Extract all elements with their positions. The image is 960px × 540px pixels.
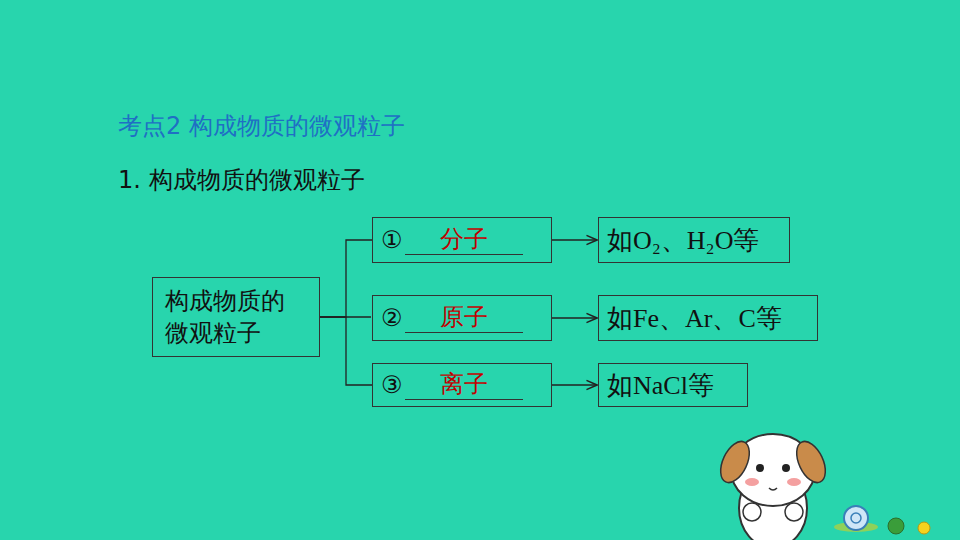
blank-box: ③离子 (372, 363, 552, 407)
arrow-line (552, 317, 597, 318)
circled-number: ② (381, 304, 403, 332)
example-text: 如O₂、H₂O等 (607, 223, 759, 258)
example-text: 如NaCl等 (607, 368, 714, 403)
answer-text: 分子 (405, 225, 523, 255)
answer-text: 原子 (405, 303, 523, 333)
blank-box: ①分子 (372, 217, 552, 263)
example-box: 如O₂、H₂O等 (598, 217, 790, 263)
section-title: 考点2 构成物质的微观粒子 (118, 110, 405, 142)
example-box: 如Fe、Ar、C等 (598, 295, 818, 341)
answer-text: 离子 (405, 370, 523, 400)
snail-decoration (834, 506, 930, 534)
arrow-line (552, 384, 597, 385)
example-text: 如Fe、Ar、C等 (607, 301, 782, 336)
root-box: 构成物质的微观粒子 (152, 277, 320, 357)
circled-number: ① (381, 226, 403, 254)
branch-line (320, 240, 372, 317)
circled-number: ③ (381, 371, 403, 399)
example-box: 如NaCl等 (598, 363, 748, 407)
branch-line (320, 317, 372, 385)
root-label: 构成物质的微观粒子 (165, 285, 307, 350)
cartoon-dog (715, 434, 831, 540)
arrow-line (552, 239, 597, 240)
subheading: 1. 构成物质的微观粒子 (118, 164, 365, 196)
blank-box: ②原子 (372, 295, 552, 341)
